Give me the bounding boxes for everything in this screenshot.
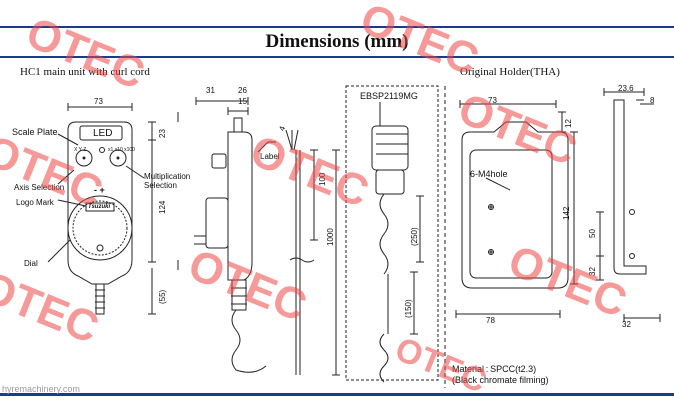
material-note: Material : SPCC(t2.3) — [452, 364, 537, 374]
dim-width-73: 73 — [94, 97, 103, 106]
side-encoder — [205, 197, 229, 249]
axis-selection-label: Axis Selection — [14, 183, 65, 192]
multiplication-selection-label: Multiplication Selection — [144, 172, 191, 190]
dial-marks: - + — [94, 185, 105, 195]
holder-dim-50: 50 — [588, 229, 597, 238]
dim-cord-1000: 1000 — [326, 228, 335, 246]
brand-logo: Tsuzuki — [88, 204, 111, 210]
side-curl — [231, 309, 267, 373]
axis-knob — [75, 149, 93, 167]
holder-inner — [469, 149, 553, 279]
dashed-frame — [345, 85, 439, 381]
holder-dim-32b: 32 — [622, 320, 631, 329]
dim-cord-150: (150) — [404, 299, 413, 318]
mult-knob — [109, 149, 127, 167]
dim-cord-250: (250) — [410, 227, 419, 246]
dim-height-124: 124 — [158, 200, 167, 214]
holder-dim-8: 8 — [650, 96, 655, 105]
dim-26: 26 — [238, 86, 247, 95]
holder-caption: Original Holder(THA) — [460, 66, 560, 78]
side-clip — [233, 117, 243, 133]
finish-note: (Black chromate filming) — [452, 375, 549, 385]
holder-side — [613, 99, 647, 275]
holder-dim-23-6: 23.6 — [618, 84, 634, 93]
title-rule-top — [0, 26, 674, 28]
holder-outline — [461, 121, 569, 289]
dim-top-23: 23 — [158, 129, 167, 138]
axis-marks: X Y Z — [74, 147, 87, 153]
holder-dim-142: 142 — [562, 206, 571, 220]
footer-url: hyremachinery.com — [2, 384, 80, 394]
title-rule-bottom — [0, 56, 674, 58]
dial-hub — [96, 244, 104, 252]
mult-marks: x1 x10 x100 — [108, 147, 135, 153]
scale-plate-label: Scale Plate — [12, 127, 58, 137]
dim-31: 31 — [206, 86, 215, 95]
holder-dim-78: 78 — [486, 316, 495, 325]
page-title: Dimensions (mm) — [265, 31, 409, 52]
footer-rule — [0, 393, 674, 396]
led-dot — [99, 147, 105, 153]
holder-dim-73: 73 — [488, 96, 497, 105]
cord-wires — [285, 129, 299, 151]
led-window — [79, 125, 123, 141]
side-body-outline — [227, 131, 253, 281]
dial-label: Dial — [24, 259, 38, 268]
holder-hole-label: 6-M4hole — [470, 169, 508, 179]
main-unit-front-outline — [67, 121, 133, 285]
logo-mark-label: Logo Mark — [16, 198, 54, 207]
dim-cord-55: (55) — [158, 289, 167, 304]
front-cord — [95, 283, 105, 315]
connector-cord — [379, 193, 389, 275]
dial-outer — [67, 195, 133, 261]
main-unit-caption: HC1 main unit with curl cord — [20, 66, 150, 78]
connector-part-number: EBSP2119MG — [360, 91, 418, 101]
dial-inner — [72, 200, 128, 256]
dim-15: 15 — [238, 97, 247, 106]
connector-body — [371, 125, 409, 171]
side-knob — [211, 153, 227, 169]
label-tag: Label — [260, 152, 280, 161]
logo-plate — [85, 202, 115, 212]
led-label: LED — [93, 128, 113, 139]
